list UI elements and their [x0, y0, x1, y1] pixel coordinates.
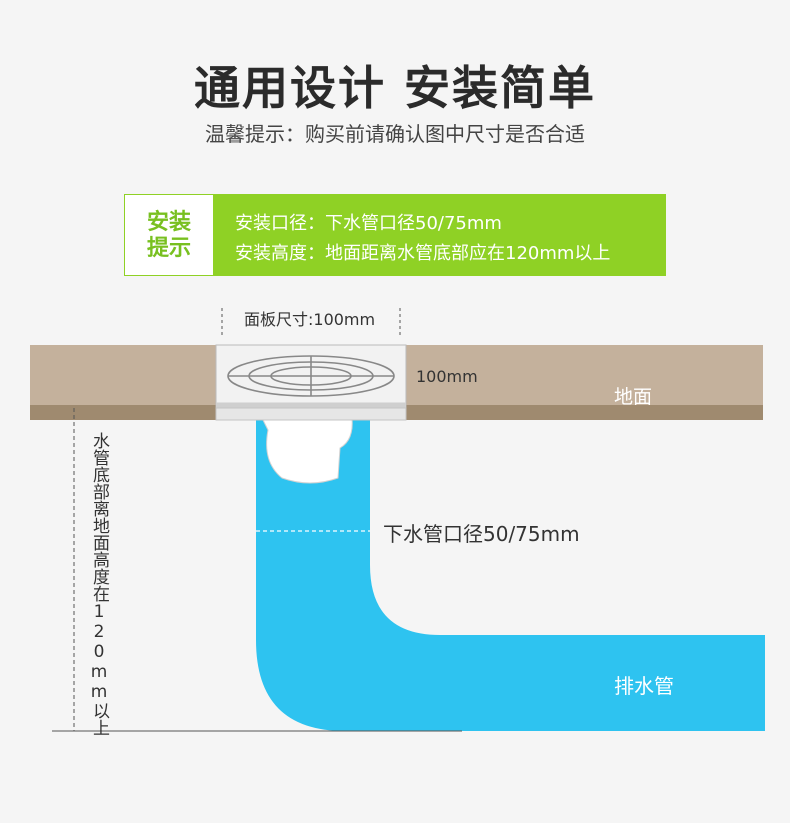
pipe-diameter-label: 下水管口径50/75mm [383, 522, 580, 546]
drain-pipe-label: 排水管 [614, 674, 674, 698]
panel-size-label: 面板尺寸:100mm [244, 310, 376, 329]
install-tip-box: 安装 提示 安装口径：下水管口径50/75mm 安装高度：地面距离水管底部应在1… [124, 194, 666, 276]
drain-trap [261, 417, 353, 484]
panel-height-label: 100mm [416, 367, 478, 386]
tip-install-height: 安装高度：地面距离水管底部应在120mm以上 [235, 243, 611, 264]
ground-label: 地面 [614, 386, 653, 408]
drain-pipe [256, 420, 765, 731]
tip-install-diameter: 安装口径：下水管口径50/75mm [235, 213, 502, 234]
page-subtitle: 温馨提示：购买前请确认图中尺寸是否合适 [205, 122, 585, 146]
floor-drain-panel-bottom [215, 407, 407, 421]
floor-drain-grate [227, 355, 395, 397]
install-tip-label: 安装 提示 [125, 195, 213, 275]
tip-label-line1: 安装 [146, 209, 191, 235]
height-requirement-label: 水管底部离地面高度在120mm以上 [89, 432, 109, 736]
page-title: 通用设计 安装简单 [193, 61, 596, 115]
tip-label-line2: 提示 [146, 235, 191, 261]
